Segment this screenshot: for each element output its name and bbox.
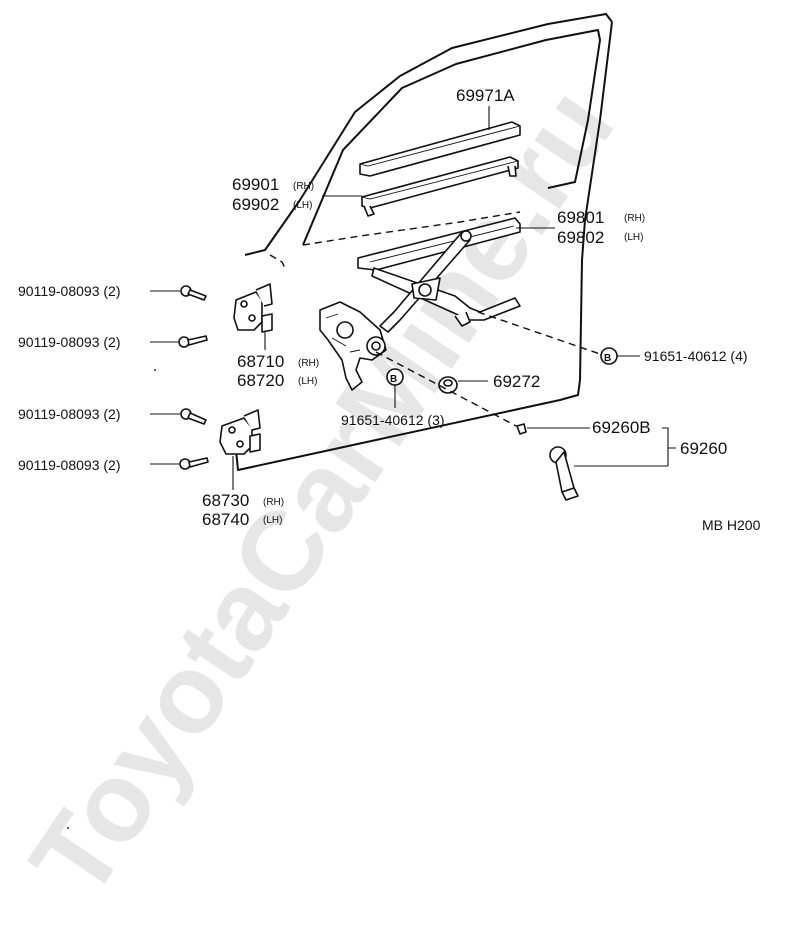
- window-channel: [361, 156, 519, 217]
- tag-69802-lh: (LH): [624, 232, 643, 243]
- label-69260: 69260: [680, 439, 727, 458]
- tag-68720-lh: (LH): [298, 376, 317, 387]
- upper-hinge: [233, 283, 273, 333]
- window-handle: [516, 423, 579, 501]
- label-69902: 69902: [232, 195, 279, 214]
- screw-4: [179, 457, 209, 470]
- speck: [154, 369, 156, 371]
- tag-68740-lh: (LH): [263, 515, 282, 526]
- label-68730: 68730: [202, 491, 249, 510]
- tag-69901-rh: (RH): [293, 181, 314, 192]
- label-69971A: 69971A: [456, 86, 515, 105]
- door-outline: [234, 13, 613, 471]
- lower-hinge: [219, 409, 261, 455]
- window-regulator: [319, 217, 521, 391]
- label-69272: 69272: [493, 372, 540, 391]
- label-91651-4: 91651-40612 (4): [644, 348, 748, 364]
- glass-run-strip: [359, 121, 521, 177]
- screw-2: [178, 335, 208, 348]
- svg-text:B: B: [604, 353, 611, 364]
- watermark: ToyotaCarMine.ru: [6, 66, 637, 918]
- tag-68710-rh: (RH): [298, 358, 319, 369]
- cushion: [438, 376, 458, 394]
- bolt-b-left-icon: B: [386, 368, 404, 386]
- tag-68730-rh: (RH): [263, 497, 284, 508]
- dash-handle: [375, 351, 521, 429]
- label-screw-4: 90119-08093 (2): [18, 457, 120, 473]
- label-91651-3: 91651-40612 (3): [341, 412, 445, 428]
- diagram-code: MB H200: [702, 517, 761, 533]
- label-68720: 68720: [237, 371, 284, 390]
- label-68710: 68710: [237, 352, 284, 371]
- label-screw-2: 90119-08093 (2): [18, 334, 120, 350]
- dash-bolt-right: [477, 311, 601, 355]
- label-69802: 69802: [557, 228, 604, 247]
- bolt-b-right-icon: B: [600, 347, 618, 365]
- label-screw-3: 90119-08093 (2): [18, 406, 120, 422]
- label-69801: 69801: [557, 208, 604, 227]
- tag-69902-lh: (LH): [293, 200, 312, 211]
- tag-69801-rh: (RH): [624, 213, 645, 224]
- label-69901: 69901: [232, 175, 279, 194]
- speck: [67, 827, 69, 829]
- label-68740: 68740: [202, 510, 249, 529]
- screw-1: [180, 285, 207, 301]
- label-69260B: 69260B: [592, 418, 651, 437]
- label-screw-1: 90119-08093 (2): [18, 283, 120, 299]
- svg-text:B: B: [390, 374, 397, 385]
- screw-3: [180, 408, 207, 425]
